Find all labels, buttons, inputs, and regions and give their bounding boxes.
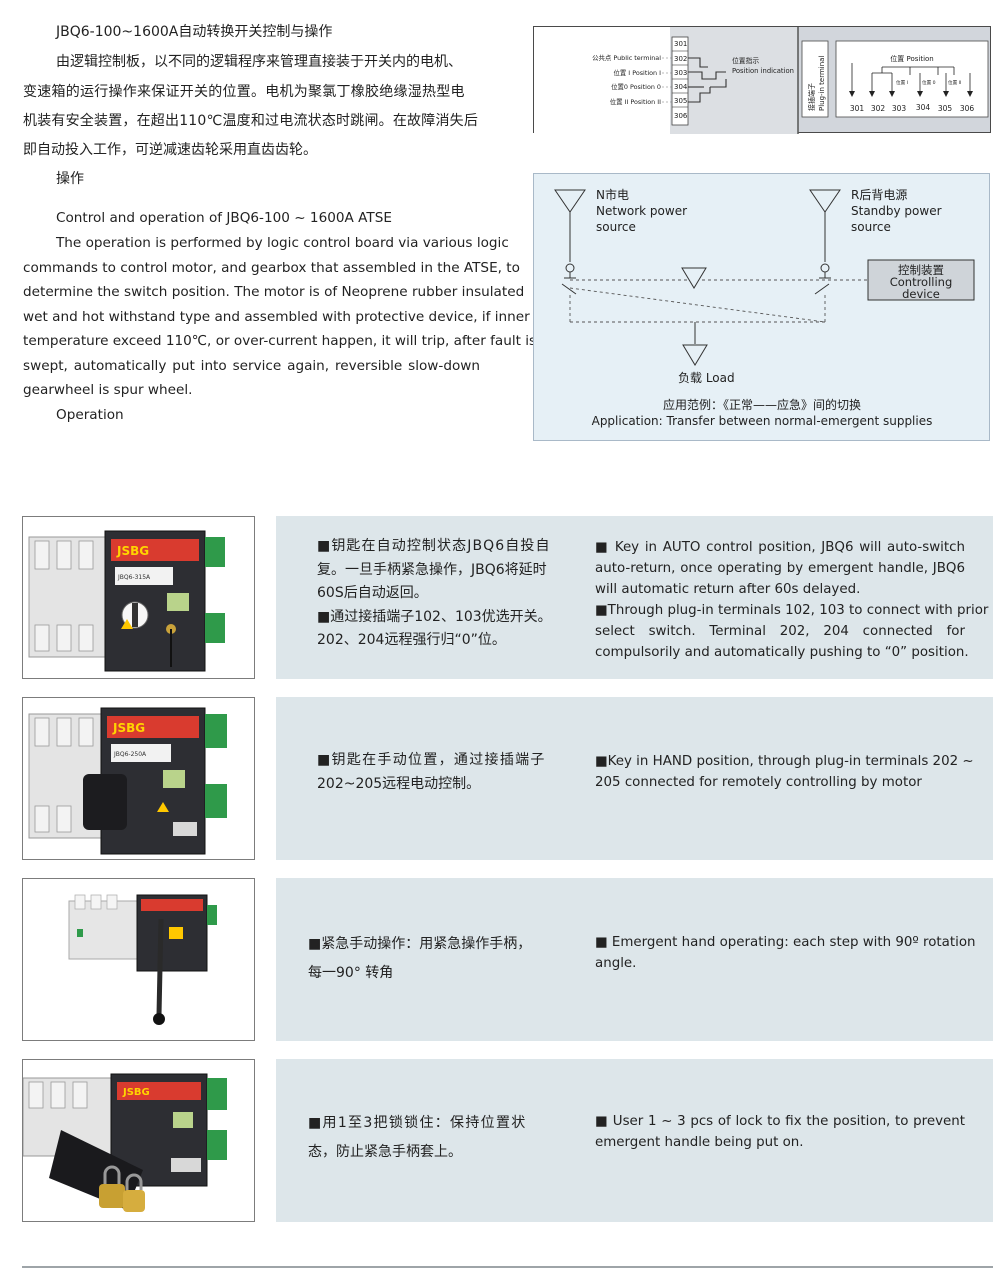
switch-triangle (681, 267, 707, 289)
position-terminal: 305 (938, 104, 953, 113)
product-photo-hand: JSBG JBQ6-250A (22, 697, 255, 860)
operation-heading-en: Operation (56, 407, 124, 423)
terminal-label: 301 (674, 40, 687, 48)
model-label: JBQ6-315A (117, 574, 151, 581)
position-2-label: 位置 II Position II (610, 97, 661, 106)
intro-line: 变速箱的运行操作来保证开关的位置。电机为聚氯丁橡胶绝缘湿热型电 (23, 84, 465, 100)
intro-line: 由逻辑控制板，以不同的逻辑程序来管理直接装于开关内的电机、 (56, 54, 462, 70)
position-diagram: 301 302 303 304 305 306 公共点 Public termi… (533, 26, 991, 134)
switch-photo-svg (23, 879, 254, 1040)
product-photo-lock: JSBG (22, 1059, 255, 1222)
plugin-label-box (801, 40, 829, 118)
section-title-en: Control and operation of JBQ6-100 ~ 1600… (56, 210, 392, 226)
network-source-symbol (554, 189, 586, 295)
feature-cn: ■钥匙在手动位置，通过接插端子 202~205远程电动控制。 (317, 752, 546, 792)
application-en: Application: Transfer between normal-eme… (592, 414, 933, 428)
brand-logo: JSBG (122, 1087, 150, 1098)
feature-panel-lock: ■用1至3把锁锁住：保持位置状 态，防止紧急手柄套上。 ■ User 1 ~ 3… (276, 1059, 993, 1222)
application-cn: 应用范例：《正常——应急》间的切换 (663, 397, 861, 412)
transfer-schematic: N市电 Network power source R后背电源 Standby p… (533, 173, 990, 441)
diagram-mid-area (670, 27, 798, 134)
brand-logo: JSBG (116, 544, 149, 558)
position-1-label: 位置 I Position I (613, 68, 661, 77)
terminal-label: 302 (674, 55, 687, 63)
diagram-left-area (534, 27, 670, 134)
intro-en-line: gearwheel is spur wheel. (23, 382, 193, 398)
network-cn: N市电 (596, 187, 629, 202)
feature-en: ■ User 1 ~ 3 pcs of lock to fix the posi… (595, 1114, 965, 1150)
position-0-label: 位置0 Position 0 (611, 82, 661, 91)
position-terminal: 302 (871, 104, 886, 113)
load-symbol (682, 344, 708, 366)
emergency-handle (156, 918, 164, 1016)
controlling-en: Controlling (890, 275, 953, 289)
switch-photo-svg: JSBG (23, 1060, 254, 1221)
standby-source-symbol (809, 189, 841, 295)
terminal-label: 303 (674, 69, 687, 77)
position-title: 位置 Position (890, 54, 933, 63)
brand-logo: JSBG (112, 721, 145, 735)
indication-en: Position indication (732, 67, 794, 75)
public-terminal-label: 公共点 Public terminal (592, 53, 661, 62)
feature-en: ■Key in HAND position, through plug-in t… (595, 754, 974, 790)
padlocks (99, 1165, 145, 1212)
plugin-en: Plug-in terminal (818, 56, 826, 111)
position-terminal: 306 (960, 104, 975, 113)
product-photo-auto: JSBG JBQ6-315A (22, 516, 255, 679)
switch-photo-svg: JSBG JBQ6-315A (23, 517, 254, 678)
terminal-label: 306 (674, 112, 688, 120)
feature-panel-auto: ■钥匙在自动控制状态JBQ6自投自 复。一旦手柄紧急操作，JBQ6将延时 60S… (276, 516, 993, 679)
standby-cn: R后背电源 (851, 188, 907, 202)
feature-panel-hand: ■钥匙在手动位置，通过接插端子 202~205远程电动控制。 ■Key in H… (276, 697, 993, 860)
network-en: Network power (596, 204, 687, 218)
switch-photo-svg: JSBG JBQ6-250A (23, 698, 254, 859)
intro-line: 即自动投入工作，可逆减速齿轮采用直齿齿轮。 (23, 142, 317, 158)
intro-en-line: commands to control motor, and gearbox t… (23, 260, 520, 276)
feature-cn: ■紧急手动操作：用紧急操作手柄， 每一90° 转角 (308, 936, 532, 981)
controlling-cn: 控制装置 (898, 263, 944, 277)
product-photo-emergency (22, 878, 255, 1041)
intro-en-line: swept, automatically put into service ag… (23, 358, 480, 374)
contact-symbol (688, 57, 727, 103)
operation-heading-cn: 操作 (56, 171, 84, 187)
load-label: 负载 Load (678, 371, 735, 385)
intro-en-line: temperature exceed 110℃, or over-current… (23, 333, 537, 349)
position-terminal: 303 (892, 104, 907, 113)
position-diagram-svg: 301 302 303 304 305 306 公共点 Public termi… (534, 27, 989, 134)
terminal-strip (671, 36, 689, 126)
small-position-label: 位置 II (948, 79, 961, 86)
standby-en-2: source (851, 220, 891, 234)
feature-en: ■ Emergent hand operating: each step wit… (595, 935, 976, 971)
plugin-cn: 接插端子 (807, 83, 816, 111)
section-title-cn: JBQ6-100~1600A自动转换开关控制与操作 (56, 24, 333, 40)
position-terminal: 301 (850, 104, 865, 113)
network-en-2: source (596, 220, 636, 234)
feature-en: ■ Key in AUTO control position, JBQ6 wil… (595, 540, 989, 660)
position-terminal: 304 (916, 103, 931, 112)
footer-divider (22, 1266, 993, 1268)
position-box (835, 40, 989, 118)
intro-line: 机装有安全装置，在超出110℃温度和过电流状态时跳闸。在故障消失后 (23, 113, 479, 129)
intro-en-line: The operation is performed by logic cont… (56, 235, 509, 251)
intro-en-line: determine the switch position. The motor… (23, 284, 525, 300)
small-position-label: 位置 0 (922, 79, 936, 86)
small-position-label: 位置 I (896, 79, 908, 86)
schematic-svg: N市电 Network power source R后背电源 Standby p… (554, 187, 975, 428)
standby-en: Standby power (851, 204, 942, 218)
model-label: JBQ6-250A (113, 751, 147, 758)
intro-en-line: wet and hot withstand type and assembled… (23, 309, 530, 325)
terminal-label: 305 (674, 97, 687, 105)
feature-cn: ■用1至3把锁锁住：保持位置状 态，防止紧急手柄套上。 (308, 1115, 527, 1160)
terminal-label: 304 (674, 83, 688, 91)
indication-cn: 位置指示 (732, 56, 759, 65)
feature-panel-emergency: ■紧急手动操作：用紧急操作手柄， 每一90° 转角 ■ Emergent han… (276, 878, 993, 1041)
controlling-device-box (867, 259, 975, 301)
controlling-en-2: device (902, 287, 940, 301)
feature-cn: ■钥匙在自动控制状态JBQ6自投自 复。一旦手柄紧急操作，JBQ6将延时 60S… (317, 538, 552, 648)
